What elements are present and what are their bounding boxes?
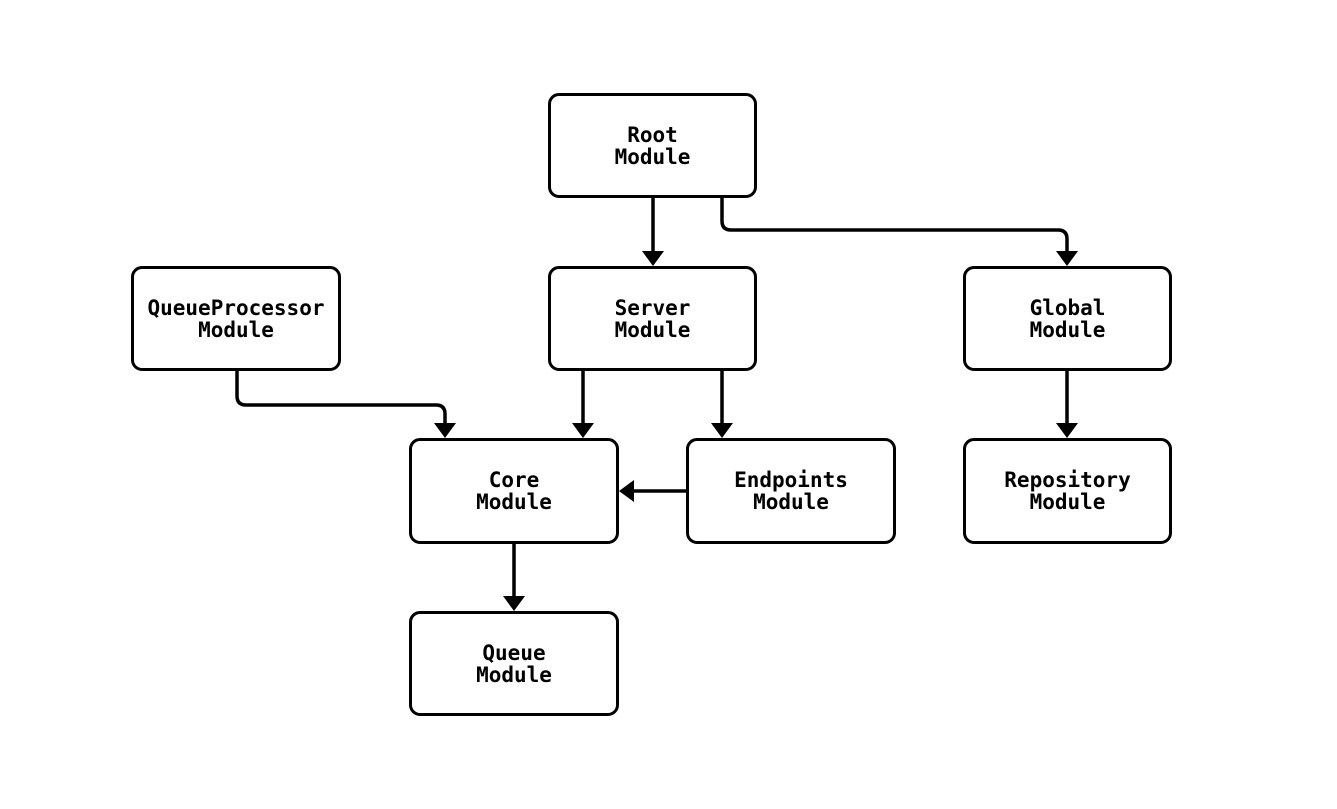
- node-root-module-label-line1: Root: [627, 122, 678, 147]
- node-global-module-label-line1: Global: [1029, 295, 1106, 320]
- node-core-module: Core Module: [409, 438, 619, 544]
- edge-server-core: [572, 371, 594, 438]
- arrowhead-global-repository: [1056, 423, 1078, 438]
- node-endpoints-module-label-line2: Module: [753, 490, 829, 514]
- node-queueprocessor-module-label-line1: QueueProcessor: [147, 295, 325, 320]
- arrowhead-server-endpoints: [711, 423, 733, 438]
- edge-core-queue: [503, 544, 525, 611]
- node-repository-module: Repository Module: [963, 438, 1172, 544]
- node-queueprocessor-module-label-line2: Module: [198, 317, 274, 342]
- arrowhead-core-queue: [503, 596, 525, 611]
- node-repository-module-label-line2: Module: [1029, 490, 1106, 514]
- node-server-module-label-line2: Module: [614, 317, 691, 342]
- node-queue-module-label-line1: Queue: [482, 640, 546, 665]
- node-core-module-label-line1: Core: [488, 468, 540, 492]
- edge-root-server: [642, 198, 664, 266]
- node-endpoints-module: Endpoints Module: [686, 438, 896, 544]
- arrowhead-queueprocessor-core: [434, 423, 456, 438]
- edge-endpoints-core: [619, 480, 686, 502]
- arrowhead-root-global: [1056, 251, 1078, 266]
- node-endpoints-module-label-line1: Endpoints: [734, 468, 848, 492]
- node-root-module: Root Module: [548, 93, 757, 198]
- edge-queueprocessor-core: [235, 371, 456, 438]
- edge-root-global: [720, 198, 1078, 266]
- arrowhead-root-server: [642, 251, 664, 266]
- edge-server-endpoints: [711, 371, 733, 438]
- node-server-module: Server Module: [548, 266, 757, 371]
- node-repository-module-label-line1: Repository: [1004, 468, 1131, 492]
- arrowhead-server-core: [572, 423, 594, 438]
- node-queue-module-label-line2: Module: [476, 662, 552, 687]
- node-global-module: Global Module: [963, 266, 1172, 371]
- arrowhead-endpoints-core: [619, 480, 634, 502]
- node-root-module-label-line2: Module: [614, 144, 691, 169]
- node-global-module-label-line2: Module: [1029, 317, 1106, 342]
- node-queue-module: Queue Module: [409, 611, 619, 716]
- node-server-module-label-line1: Server: [614, 295, 691, 320]
- edge-global-repository: [1056, 371, 1078, 438]
- node-core-module-label-line2: Module: [476, 490, 552, 514]
- node-queueprocessor-module: QueueProcessor Module: [131, 266, 341, 371]
